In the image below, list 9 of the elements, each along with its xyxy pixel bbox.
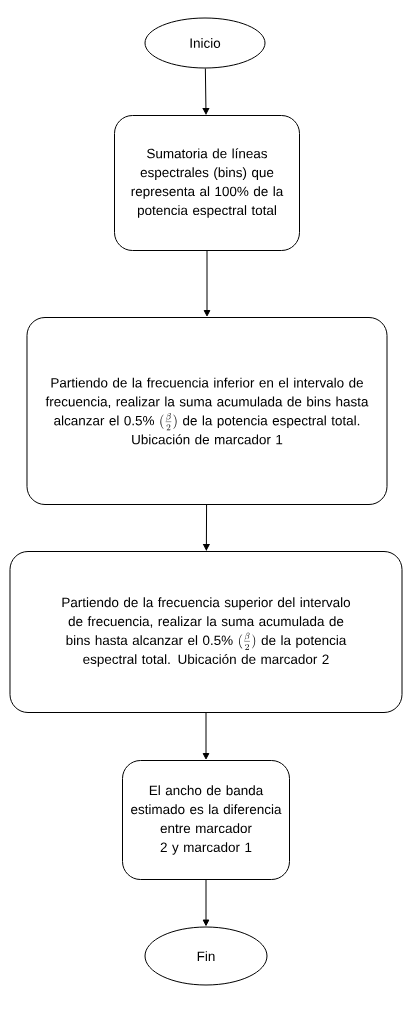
arrow [203, 504, 210, 551]
process-box: Sumatoria de líneas espectrales (bins) que representa al 100% de la potencia espectral total [114, 115, 300, 251]
process-box: El ancho de banda estimado es la diferencia entre marcador 2 y marcador 1 [122, 760, 290, 880]
arrow [202, 879, 210, 926]
process-box: Partiendo de la frecuencia inferior en el intervalo de frecuencia, realizar la suma acumulada de bins hasta alcanzar el 0.5% $(\frac{\beta}{2})$ de la potencia espectral total. Ubicación de marcador 1 [26, 317, 388, 505]
process-box: Partiendo de la frecuencia superior del intervalo de frecuencia, realizar la suma acumulada de bins hasta alcanzar el 0.5% $(\frac{\beta}{2})$ de la potencia espectral total. Ubicación de marcador 2 [9, 551, 403, 713]
arrow [203, 250, 211, 317]
arrow [202, 712, 210, 760]
arrow [202, 68, 210, 115]
